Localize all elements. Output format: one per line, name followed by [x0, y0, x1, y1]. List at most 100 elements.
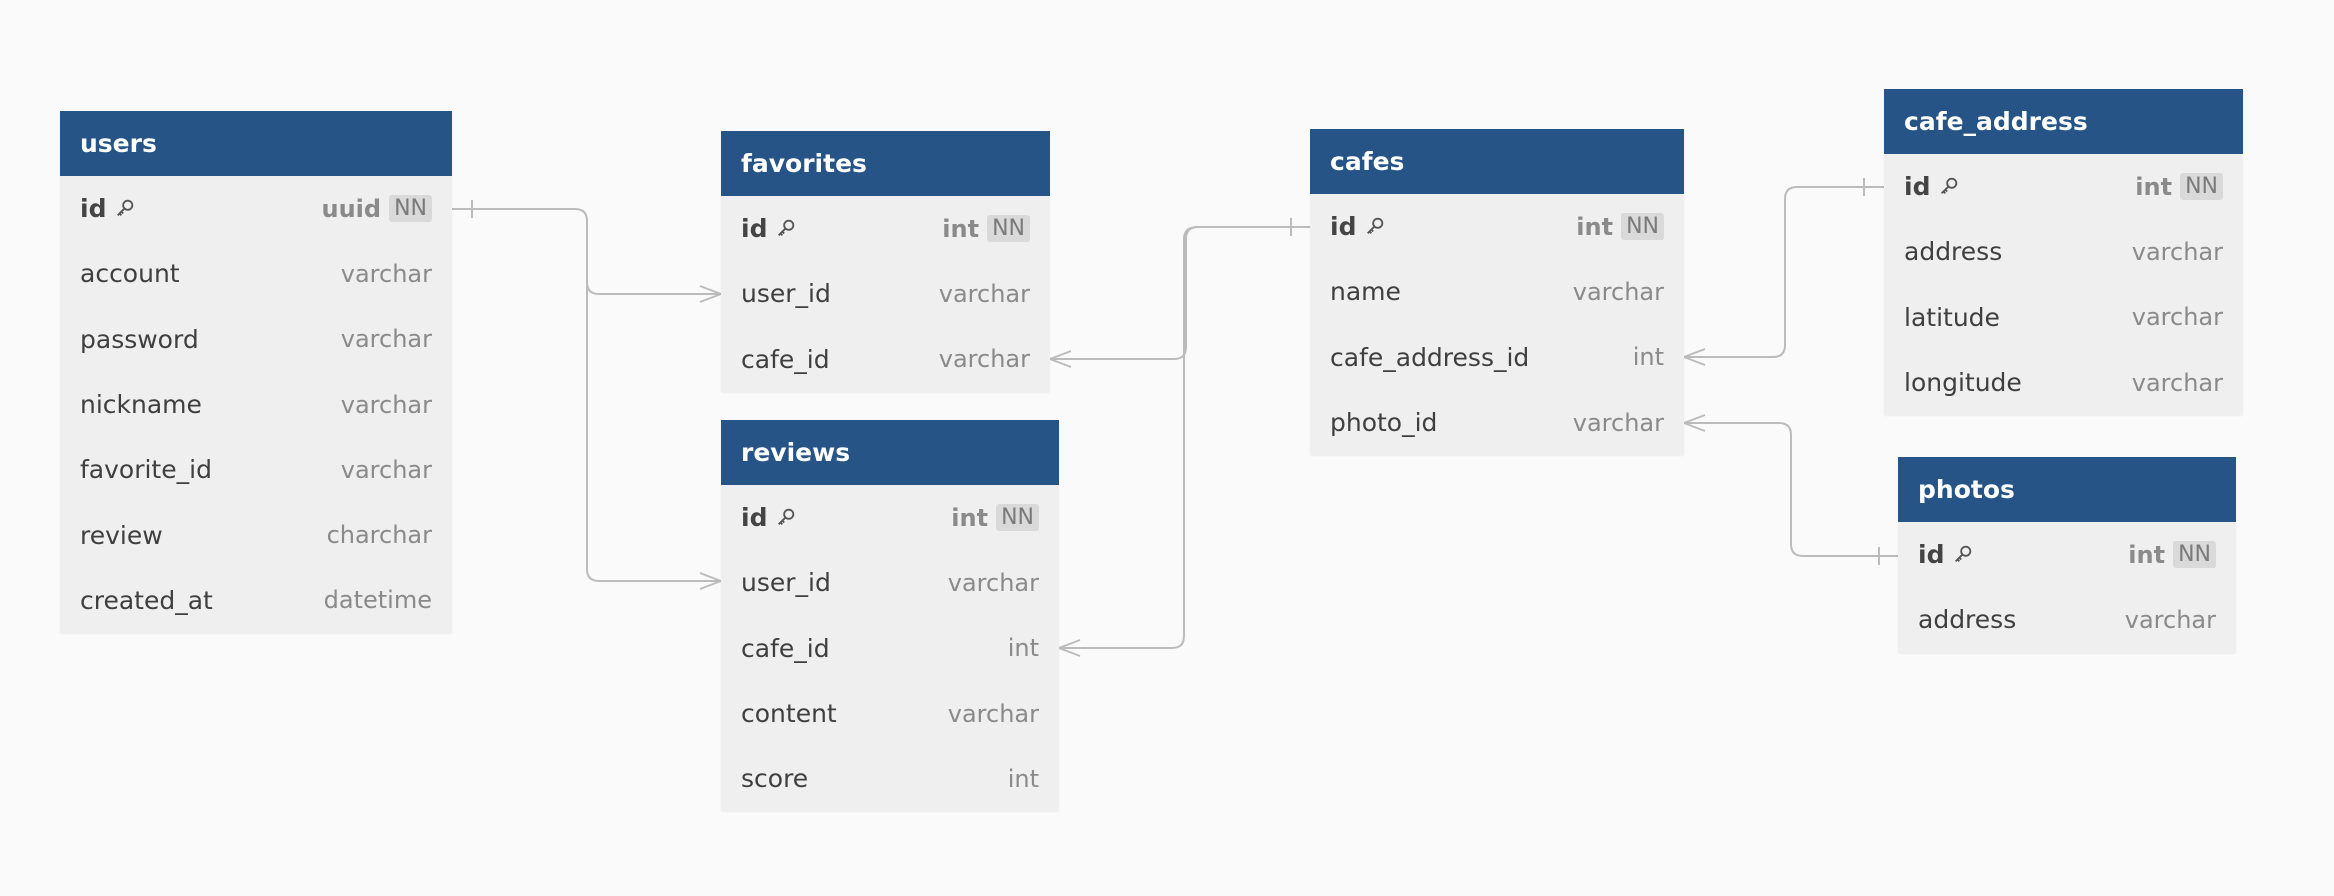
column-type: int	[951, 503, 989, 532]
column-name: id	[741, 503, 768, 533]
column-type: varchar	[947, 699, 1039, 728]
column-type: varchar	[340, 455, 432, 484]
column-name: user_id	[741, 568, 831, 598]
primary-key-icon	[1364, 215, 1388, 239]
column-type: varchar	[340, 325, 432, 354]
column-row[interactable]: cafe_address_id int	[1310, 325, 1684, 390]
column-name: nickname	[80, 390, 202, 420]
relation-users-favorites	[452, 208, 721, 295]
column-type: varchar	[1572, 277, 1664, 306]
table-header[interactable]: cafes	[1310, 129, 1684, 194]
column-name: id	[1904, 172, 1931, 202]
column-type: datetime	[323, 586, 432, 615]
column-type: varchar	[2131, 237, 2223, 266]
column-type: varchar	[340, 259, 432, 288]
column-type: charchar	[326, 521, 432, 550]
table-header[interactable]: reviews	[721, 420, 1059, 485]
column-name: user_id	[741, 279, 831, 309]
table-header[interactable]: users	[60, 111, 452, 176]
column-name: content	[741, 699, 837, 729]
column-name: longitude	[1904, 368, 2022, 398]
column-row[interactable]: created_at datetime	[60, 568, 452, 633]
primary-key-icon	[1938, 175, 1962, 199]
column-type: int	[2135, 172, 2173, 201]
relation-cafes-favorites	[1050, 226, 1310, 360]
not-null-badge: NN	[2173, 541, 2216, 569]
column-name: cafe_address_id	[1330, 342, 1530, 372]
column-type: varchar	[938, 345, 1030, 374]
column-name: id	[1918, 540, 1945, 570]
table-header[interactable]: favorites	[721, 131, 1050, 196]
column-type: varchar	[938, 279, 1030, 308]
primary-key-icon	[775, 506, 799, 530]
column-name: created_at	[80, 585, 213, 615]
column-type: varchar	[340, 390, 432, 419]
table-header[interactable]: photos	[1898, 457, 2236, 522]
column-type: int	[1576, 212, 1614, 241]
column-row[interactable]: nickname varchar	[60, 372, 452, 437]
column-row[interactable]: score int	[721, 746, 1059, 811]
column-row[interactable]: content varchar	[721, 681, 1059, 746]
not-null-badge: NN	[1621, 213, 1664, 241]
column-name: latitude	[1904, 302, 2000, 332]
column-type: uuid	[321, 194, 382, 223]
primary-key-icon	[775, 217, 799, 241]
column-name: id	[1330, 212, 1357, 242]
table-header[interactable]: cafe_address	[1884, 89, 2243, 154]
column-row[interactable]: address varchar	[1884, 219, 2243, 284]
column-name: cafe_id	[741, 633, 830, 663]
not-null-badge: NN	[389, 195, 432, 223]
column-type: int	[2128, 540, 2166, 569]
column-name: photo_id	[1330, 408, 1438, 438]
column-type: varchar	[2131, 303, 2223, 332]
column-row[interactable]: name varchar	[1310, 259, 1684, 324]
column-name: address	[1918, 605, 2017, 635]
column-type: varchar	[1572, 408, 1664, 437]
column-name: favorite_id	[80, 455, 212, 485]
column-name: address	[1904, 237, 2003, 267]
column-type: int	[1007, 764, 1039, 793]
column-type: varchar	[2131, 368, 2223, 397]
column-type: int	[1632, 343, 1664, 372]
relation-users-reviews	[586, 282, 721, 582]
relation-photos-cafes	[1684, 422, 1898, 557]
column-row[interactable]: account varchar	[60, 241, 452, 306]
column-row[interactable]: latitude varchar	[1884, 285, 2243, 350]
column-name: score	[741, 764, 809, 794]
relation-cafes-reviews	[1059, 226, 1199, 649]
column-name: id	[741, 214, 768, 244]
column-row[interactable]: longitude varchar	[1884, 350, 2243, 415]
column-row[interactable]: favorite_id varchar	[60, 437, 452, 502]
column-row[interactable]: photo_id varchar	[1310, 390, 1684, 455]
not-null-badge: NN	[987, 215, 1030, 243]
relation-cafe-address-cafes	[1684, 186, 1884, 358]
column-type: int	[1007, 634, 1039, 663]
column-name: name	[1330, 277, 1401, 307]
column-row[interactable]: review charchar	[60, 502, 452, 567]
column-row[interactable]: user_id varchar	[721, 261, 1050, 326]
not-null-badge: NN	[2180, 173, 2223, 201]
column-name: review	[80, 520, 163, 550]
column-name: id	[80, 194, 107, 224]
not-null-badge: NN	[996, 504, 1039, 532]
column-row[interactable]: cafe_id int	[721, 616, 1059, 681]
primary-key-icon	[1952, 543, 1976, 567]
primary-key-icon	[114, 197, 138, 221]
column-name: account	[80, 259, 180, 289]
